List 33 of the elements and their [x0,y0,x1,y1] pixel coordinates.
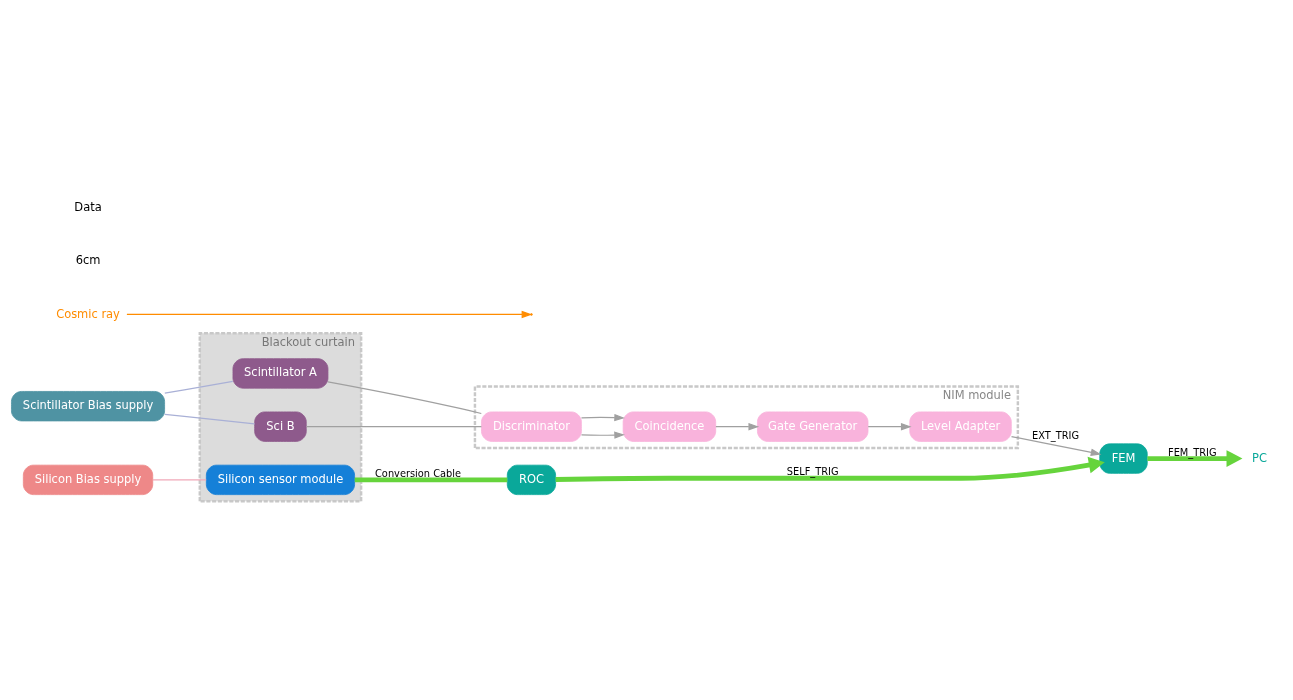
edge-label: SELF_TRIG [786,465,839,477]
node-box: Sci B [254,411,307,442]
arrow [1010,435,1102,456]
node-text: Cosmic ray [56,306,120,320]
edge-label: FEM_TRIG [1168,446,1217,458]
node-text: PC [1251,450,1267,465]
edge-label: EXT_TRIG [1032,429,1080,441]
label: Data [74,199,102,214]
arrow [1147,449,1243,467]
edge-label: Conversion Cable [375,467,462,479]
node-box: Scintillator A [232,357,329,389]
label: 6cm [75,252,101,267]
node-box: Gate Generator [757,411,869,442]
node-box: Scintillator Bias supply [11,390,165,421]
node-box: Silicon Bias supply [22,464,154,495]
node-box: Discriminator [481,411,582,442]
node-box: Level Adapter [909,411,1012,442]
connector [164,413,256,425]
connector [164,380,234,394]
connector [305,425,483,427]
arrow [580,413,625,421]
arrow [580,430,625,439]
arrow [126,310,533,318]
connector [327,380,482,414]
node-box: FEM [1099,442,1148,474]
arrow [555,456,1105,482]
node-box: Silicon sensor module [205,464,355,495]
node-box: Coincidence [622,411,717,442]
arrow [867,422,912,430]
arrow [715,422,760,430]
connector [152,478,207,480]
node-box: ROC [506,464,556,495]
connector [354,476,508,482]
